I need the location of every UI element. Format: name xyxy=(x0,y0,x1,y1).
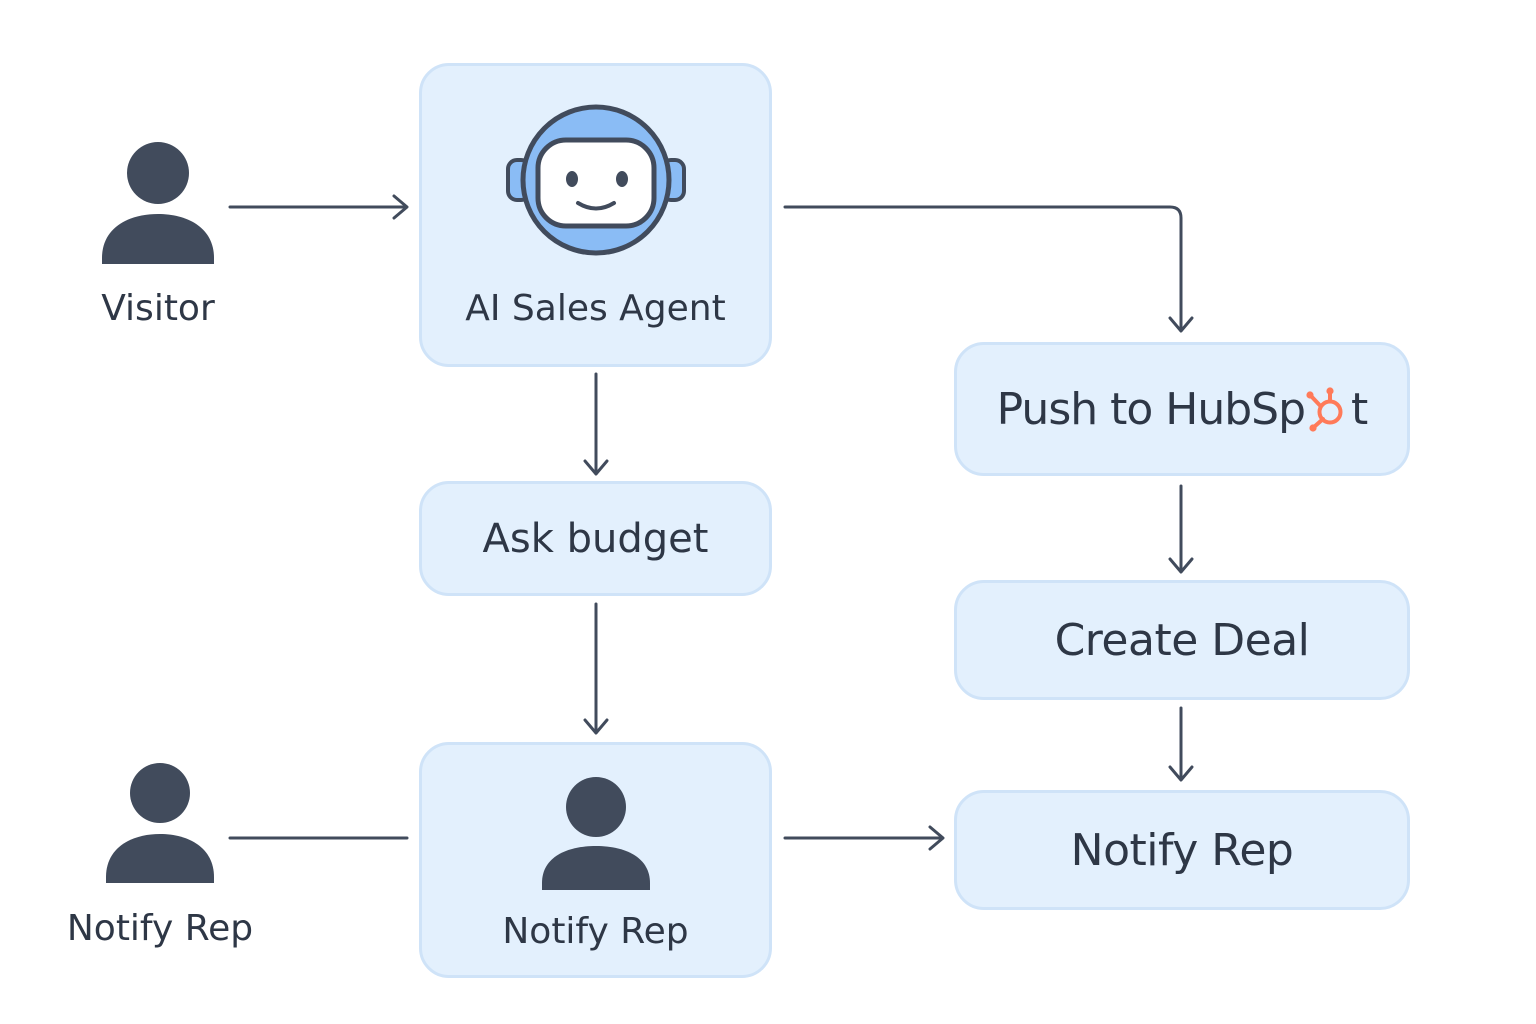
robot-icon xyxy=(505,104,686,256)
notify-rep-final-label: Notify Rep xyxy=(1070,824,1294,876)
ask-budget-node: Ask budget xyxy=(419,481,772,596)
notify-rep-node-label: Notify Rep xyxy=(502,911,689,952)
push-to-hubspot-label-suffix: t xyxy=(1351,383,1368,435)
person-icon xyxy=(541,777,650,890)
hubspot-logo-icon xyxy=(1306,386,1343,432)
rep-actor-label: Notify Rep xyxy=(66,908,254,949)
visitor-actor: Visitor xyxy=(58,140,258,329)
arrow-rep-to-notify-rep xyxy=(783,825,945,851)
person-icon xyxy=(102,142,214,264)
ai-sales-agent-node: AI Sales Agent xyxy=(419,63,772,367)
arrow-visitor-to-agent xyxy=(228,194,409,220)
push-to-hubspot-node: Push to HubSp t xyxy=(954,342,1410,476)
arrow-budget-to-rep xyxy=(583,602,609,735)
arrow-agent-to-budget xyxy=(583,372,609,476)
arrow-deal-to-notify-rep xyxy=(1168,706,1194,782)
create-deal-label: Create Deal xyxy=(1054,614,1310,666)
visitor-label: Visitor xyxy=(101,288,215,329)
ai-sales-agent-label: AI Sales Agent xyxy=(465,288,726,329)
ask-budget-label: Ask budget xyxy=(482,515,709,562)
create-deal-node: Create Deal xyxy=(954,580,1410,700)
notify-rep-final-node: Notify Rep xyxy=(954,790,1410,910)
arrow-agent-to-hubspot xyxy=(783,205,1194,333)
push-to-hubspot-label-prefix: Push to HubSp xyxy=(996,383,1306,435)
arrow-hubspot-to-deal xyxy=(1168,484,1194,574)
notify-rep-node: Notify Rep xyxy=(419,742,772,978)
rep-actor: Notify Rep xyxy=(40,762,280,949)
push-to-hubspot-label: Push to HubSp t xyxy=(996,383,1369,435)
person-icon xyxy=(106,763,214,883)
